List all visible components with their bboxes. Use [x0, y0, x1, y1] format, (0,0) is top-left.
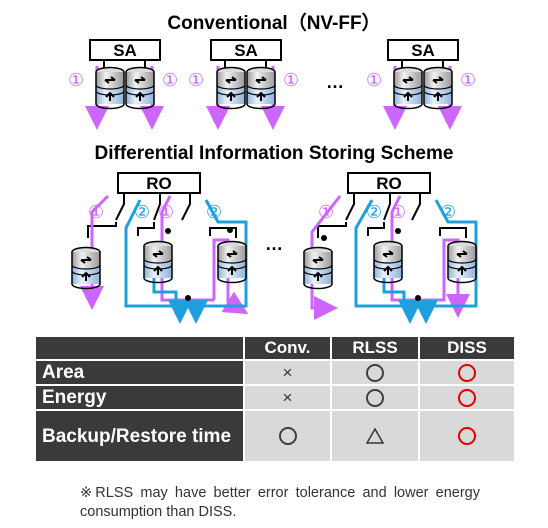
- diss-cell-left: [71, 193, 249, 324]
- step1-label: ①: [318, 202, 334, 222]
- mtj-pair-1: [85, 60, 164, 130]
- row-label-area: Area: [36, 359, 244, 385]
- ro-block-2: RO: [347, 172, 431, 194]
- table-row: Energy ×: [36, 384, 514, 410]
- sa-block-2: SA: [210, 39, 282, 61]
- step1-label: ①: [158, 202, 174, 222]
- step1-label: ①: [390, 202, 406, 222]
- cross-mark: ×: [282, 363, 293, 382]
- area-rlss-circle: [330, 359, 419, 385]
- energy-conv-cross: ×: [243, 384, 331, 410]
- step2-label: ②: [134, 202, 150, 222]
- step1-label: ①: [188, 70, 204, 90]
- step2-label: ②: [440, 202, 456, 222]
- step1-label: ①: [366, 70, 382, 90]
- step1-label: ①: [88, 202, 104, 222]
- step1-label: ①: [283, 70, 299, 90]
- ellipsis-bottom: …: [265, 234, 283, 254]
- header-rlss: RLSS: [330, 337, 419, 360]
- step1-label: ①: [162, 70, 178, 90]
- diss-step-labels-right: ① ② ① ②: [318, 202, 456, 222]
- header-blank: [36, 337, 244, 360]
- red-circle-mark: [458, 363, 476, 382]
- circle-mark: [366, 363, 384, 382]
- table-row: Area ×: [36, 359, 514, 385]
- comparison-table: Conv. RLSS DISS Area × Energy × Backup/R…: [36, 337, 514, 461]
- step1-label: ①: [460, 70, 476, 90]
- area-conv-cross: ×: [243, 359, 331, 385]
- sa-label: SA: [411, 41, 435, 60]
- diss-group: RO RO: [71, 172, 478, 324]
- sa-label: SA: [113, 41, 137, 60]
- ro-label: RO: [146, 174, 172, 193]
- energy-rlss-circle: [330, 384, 419, 410]
- backup-diss-circle: [418, 409, 514, 461]
- header-diss: DISS: [418, 337, 514, 360]
- cross-mark: ×: [282, 388, 293, 407]
- sa-block-1: SA: [89, 39, 161, 61]
- sa-block-3: SA: [387, 39, 459, 61]
- red-circle-mark: [458, 427, 476, 446]
- energy-diss-circle: [418, 384, 514, 410]
- ro-block-1: RO: [117, 172, 201, 194]
- row-label-energy: Energy: [36, 384, 244, 410]
- conventional-title: Conventional（NV-FF）: [167, 13, 381, 34]
- triangle-mark: [365, 427, 385, 444]
- ro-label: RO: [376, 174, 402, 193]
- step1-label: ①: [68, 70, 84, 90]
- red-circle-mark: [458, 388, 476, 407]
- conventional-nvff-group: SA SA SA: [68, 39, 476, 130]
- diss-step-labels-left: ① ② ① ②: [88, 202, 222, 222]
- backup-conv-circle: [243, 409, 331, 461]
- area-diss-circle: [418, 359, 514, 385]
- step2-label: ②: [366, 202, 382, 222]
- mtj-pair-2: [206, 60, 285, 130]
- table-header-row: Conv. RLSS DISS: [36, 337, 514, 360]
- mtj-pair-3: [383, 60, 462, 130]
- sa-label: SA: [234, 41, 258, 60]
- header-conv: Conv.: [243, 337, 331, 360]
- row-label-backup-restore: Backup/Restore time: [36, 409, 244, 461]
- circuit-diagram: SA SA SA: [68, 39, 478, 324]
- circle-mark: [278, 427, 297, 446]
- step2-label: ②: [206, 202, 222, 222]
- table-row: Backup/Restore time: [36, 409, 514, 461]
- backup-rlss-triangle: [330, 409, 419, 461]
- diss-title: Differential Information Storing Scheme: [94, 143, 454, 164]
- ellipsis-top: …: [326, 72, 344, 92]
- footnote: ※RLSS may have better error tolerance an…: [80, 485, 480, 520]
- step1-labels: ① ① ① ① ① ①: [68, 70, 476, 90]
- circle-mark: [366, 388, 384, 407]
- diss-cell-right: [303, 193, 478, 324]
